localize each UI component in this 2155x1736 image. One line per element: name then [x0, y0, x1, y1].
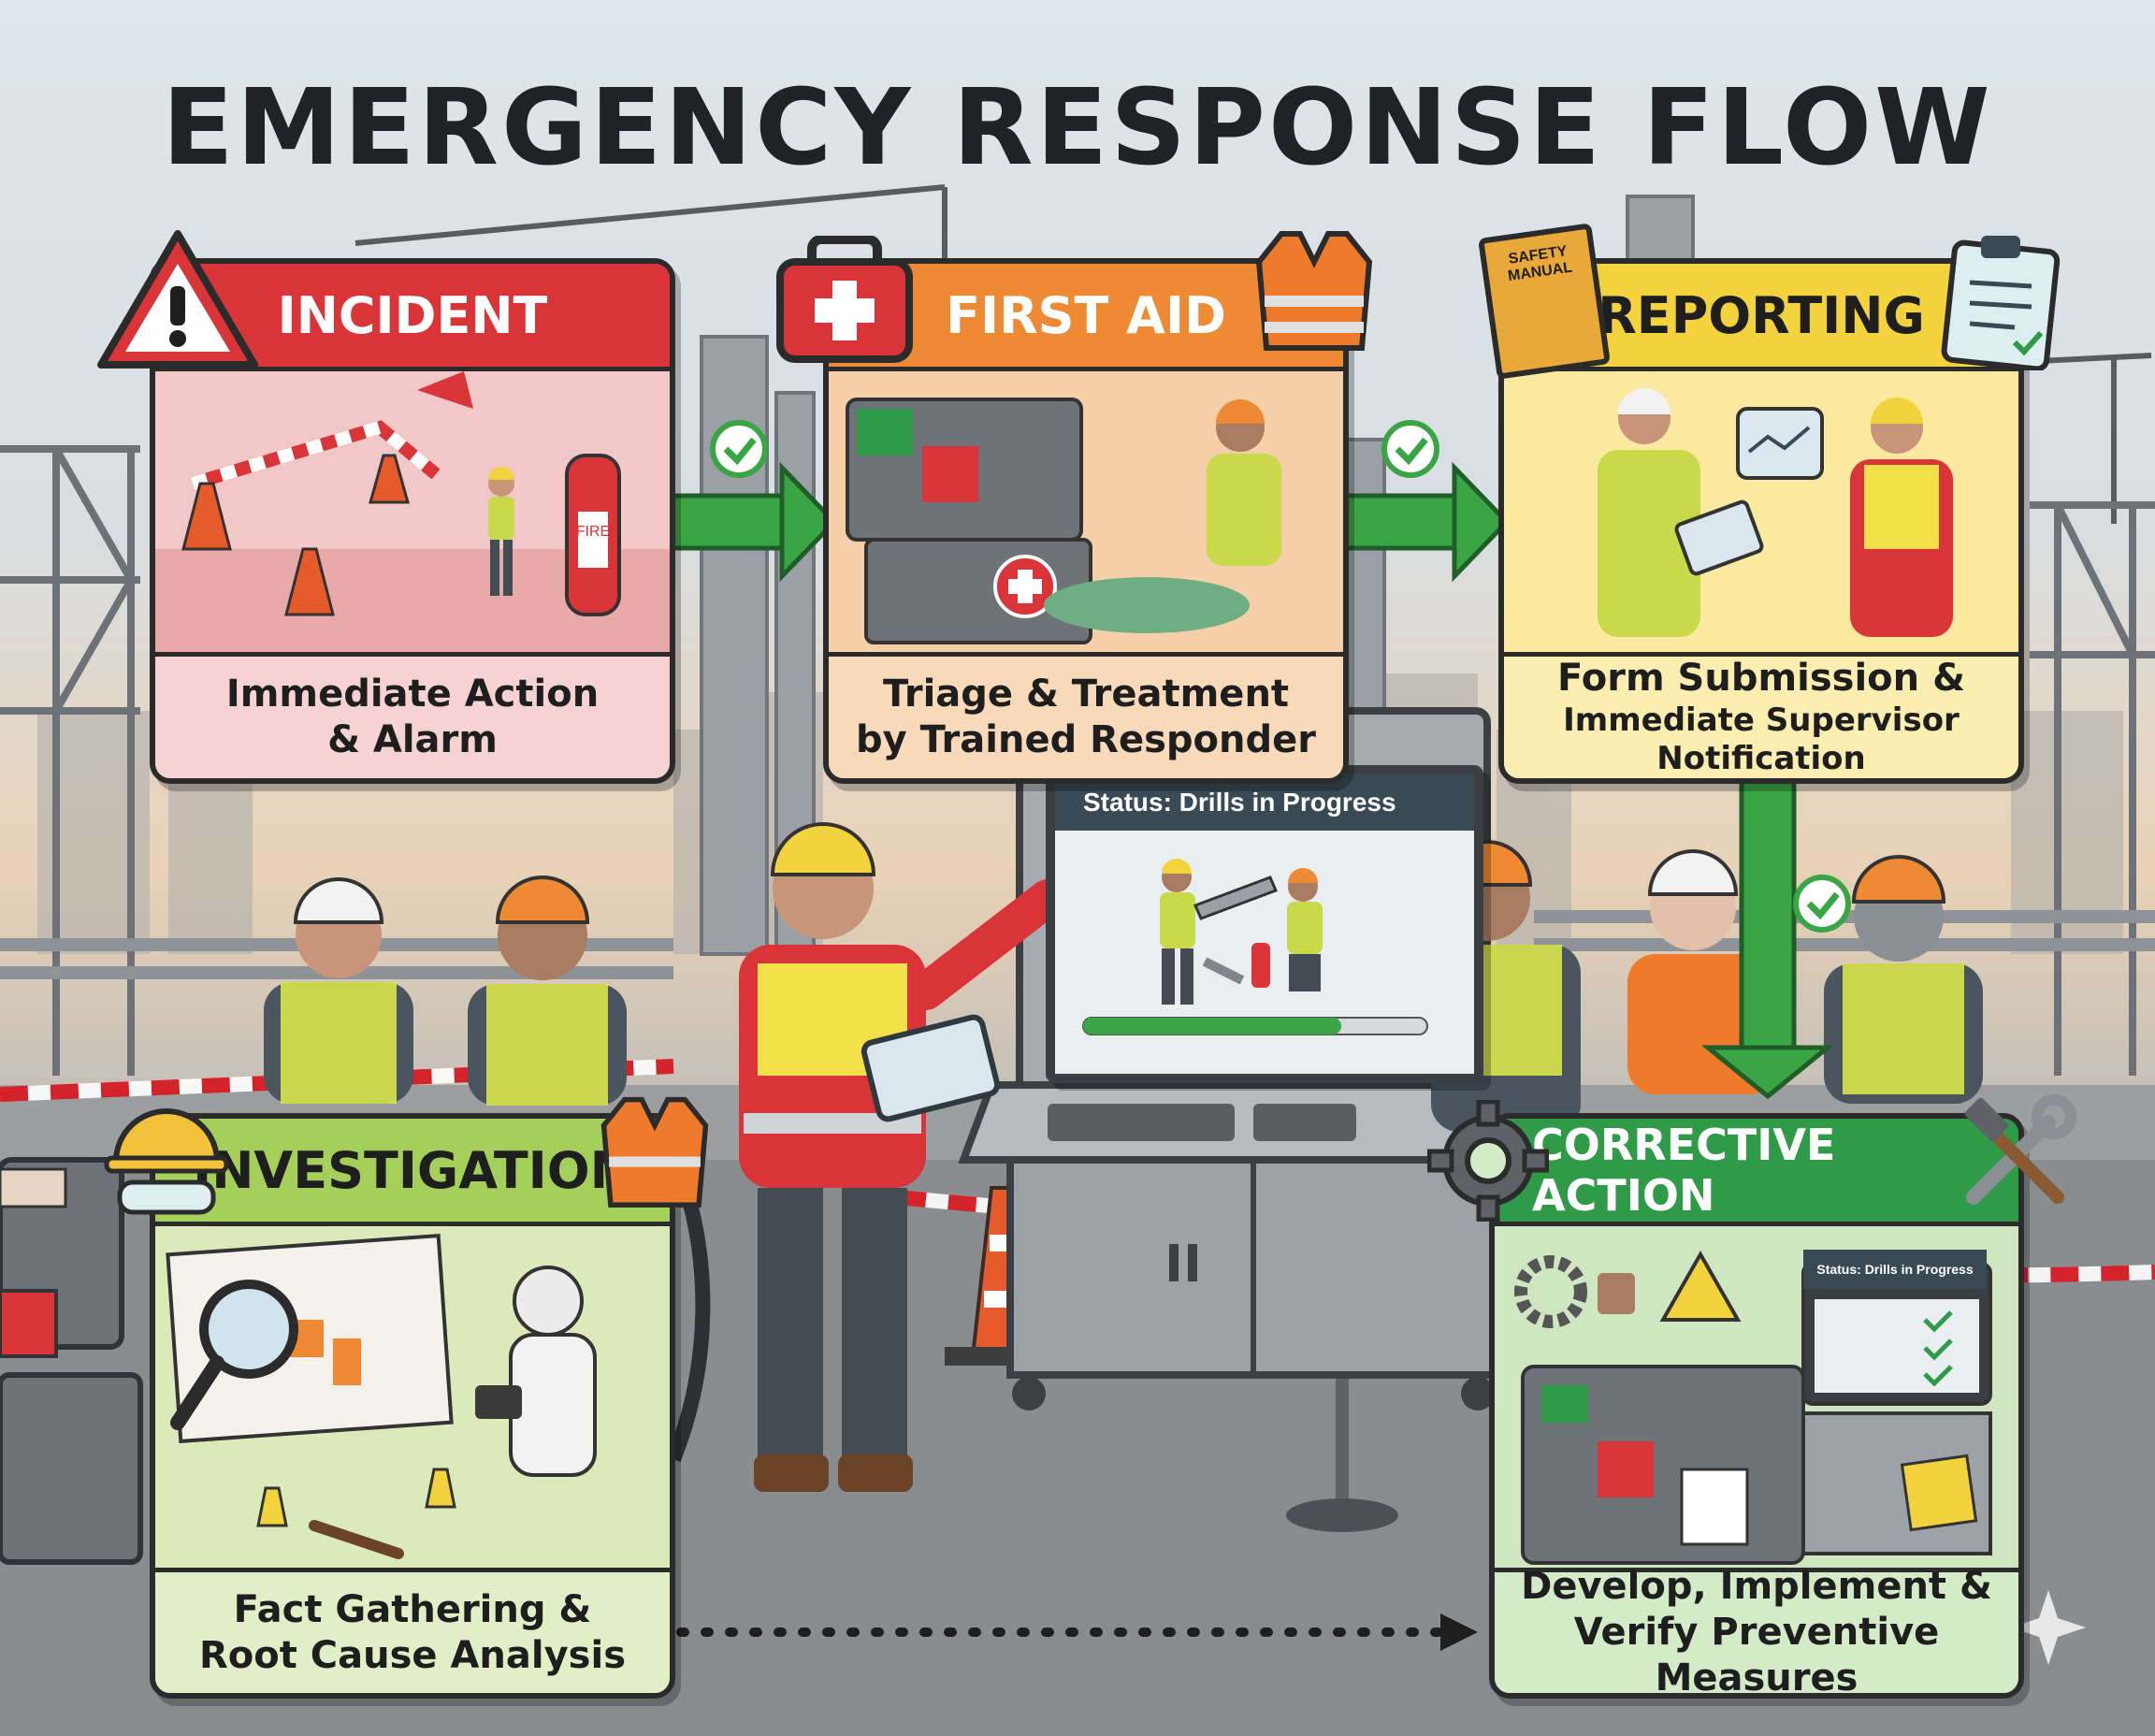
- worker-group-left: [264, 875, 627, 1106]
- card-incident-caption: Immediate Action & Alarm: [155, 652, 670, 778]
- card-investigation: INVESTIGATION Fact Gathering & Root Caus…: [150, 1113, 675, 1699]
- card-first-aid-caption: Triage & Treatment by Trained Responder: [829, 652, 1343, 778]
- card-incident-title: INCIDENT: [277, 285, 548, 345]
- first-aid-kit-icon: [776, 236, 913, 363]
- wrench-hammer-icon: [1964, 1094, 2076, 1205]
- investigation-illustration: [155, 1226, 670, 1572]
- status-text: Status: Drills in Progress: [1055, 774, 1474, 831]
- safety-vest-icon: [1255, 231, 1373, 351]
- card-investigation-header: INVESTIGATION: [155, 1119, 670, 1226]
- warning-icon: [97, 230, 258, 369]
- safety-manual-icon: SAFETY MANUAL: [1478, 223, 1611, 380]
- card-reporting-caption: Form Submission & Immediate Supervisor N…: [1504, 652, 2018, 778]
- card-first-aid-title: FIRST AID: [946, 285, 1226, 345]
- corrective-status-text: Status: Drills in Progress: [1803, 1250, 1987, 1289]
- card-reporting-header: REPORTING: [1504, 264, 2018, 371]
- progress-fill: [1083, 1018, 1341, 1034]
- gear-icon: [1427, 1100, 1549, 1222]
- drill-illustration: [1055, 831, 1455, 1074]
- card-corrective-caption: Develop, Implement & Verify Preventive M…: [1495, 1565, 2018, 1693]
- hard-hat-goggles-icon: [104, 1108, 229, 1215]
- card-corrective-header: CORRECTIVE ACTION: [1495, 1119, 2018, 1226]
- incident-illustration: FIRE: [155, 371, 670, 652]
- card-reporting-title: REPORTING: [1598, 285, 1925, 345]
- safety-vest-icon-2: [600, 1096, 709, 1208]
- status-monitor: Status: Drills in Progress: [1046, 765, 1483, 1083]
- card-first-aid: FIRST AID Triage & Treatment by Trained …: [823, 258, 1349, 784]
- extinguisher-label: FIRE: [576, 524, 610, 540]
- checklist-clipboard-icon: [1941, 236, 2061, 370]
- worker-group-right: [1431, 840, 1983, 1132]
- card-corrective-title: CORRECTIVE ACTION: [1532, 1120, 1836, 1221]
- card-first-aid-header: FIRST AID: [829, 264, 1343, 371]
- card-investigation-caption: Fact Gathering & Root Cause Analysis: [155, 1568, 670, 1693]
- reporting-illustration: [1504, 371, 2018, 652]
- card-incident: INCIDENT FIRE Immediate Action & Alarm: [150, 258, 675, 784]
- card-corrective-action: CORRECTIVE ACTION Status: Drills in Prog…: [1489, 1113, 2024, 1699]
- page-title: EMERGENCY RESPONSE FLOW: [162, 67, 1993, 189]
- worker-supervisor-center: [739, 822, 1066, 1492]
- card-reporting: REPORTING Form Submission & Immediate Su…: [1498, 258, 2024, 784]
- corrective-illustration: [1495, 1226, 2018, 1572]
- card-investigation-title: INVESTIGATION: [193, 1140, 632, 1200]
- first-aid-illustration: [829, 371, 1343, 652]
